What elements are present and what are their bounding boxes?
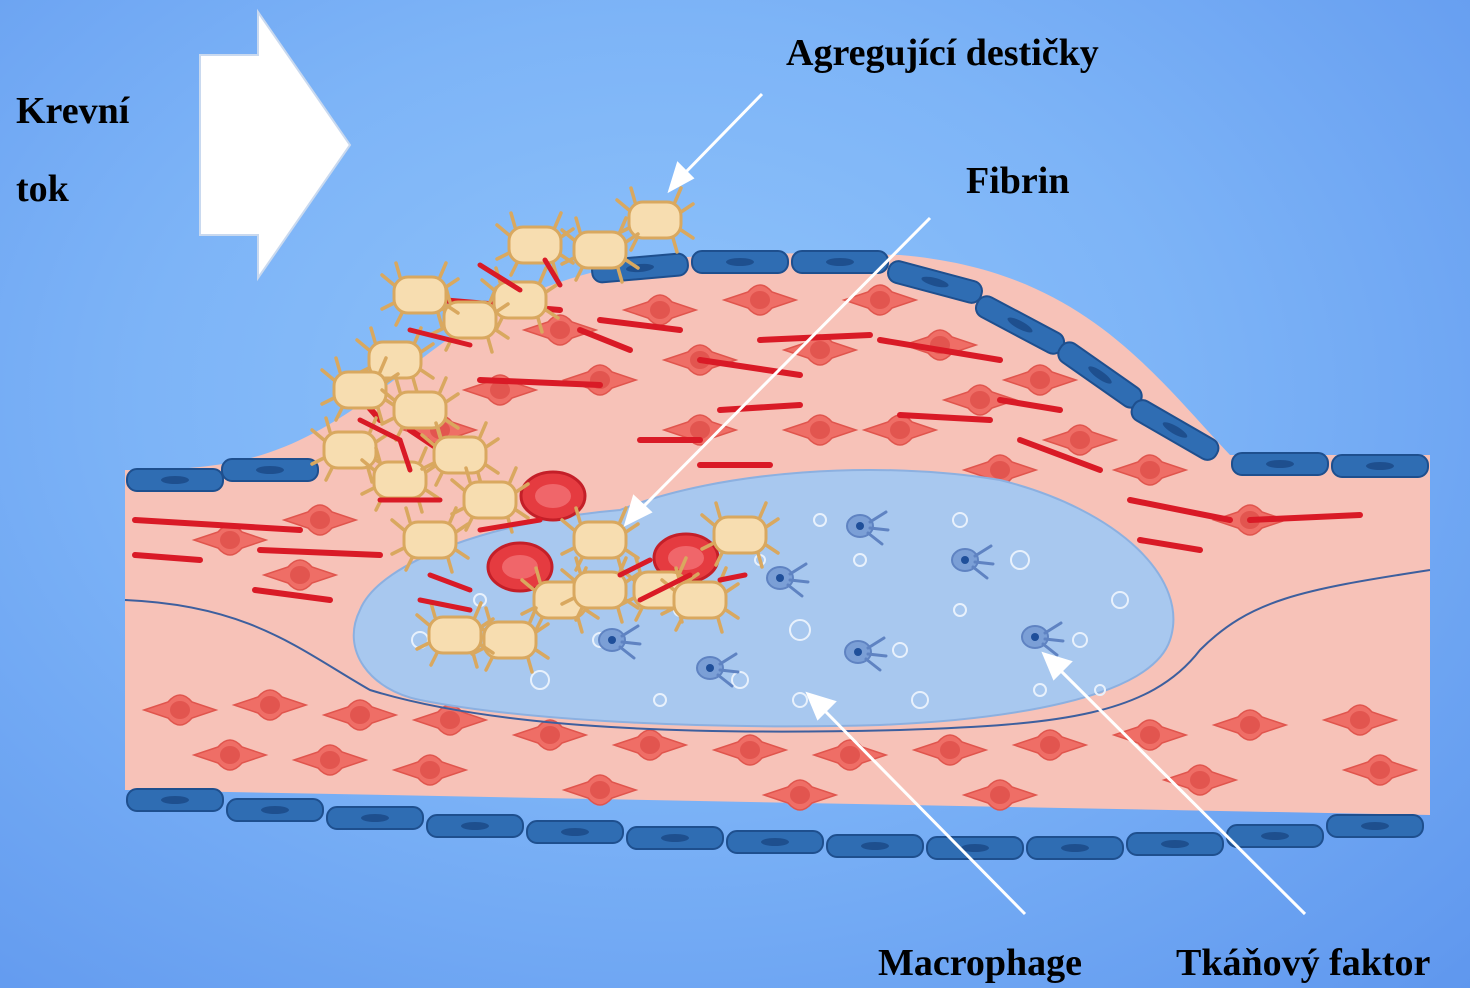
blood-flow-label-line2: tok <box>16 170 69 208</box>
macrophage-label: Macrophage <box>878 944 1082 982</box>
arrow-to-platelets <box>670 94 762 190</box>
aggregating-platelets-label: Agregující destičky <box>786 34 1099 72</box>
blood-flow-arrow <box>200 12 350 278</box>
blood-flow-label-line1: Krevní <box>16 92 129 130</box>
tissue-factor-label: Tkáňový faktor <box>1176 944 1430 982</box>
fibrin-label: Fibrin <box>966 162 1069 200</box>
